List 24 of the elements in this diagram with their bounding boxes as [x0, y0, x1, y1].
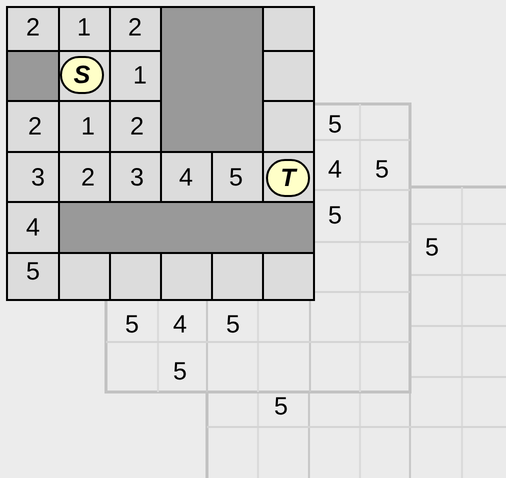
- cell-number: 5: [229, 166, 243, 190]
- cell-number: 5: [328, 204, 342, 228]
- cell-number: 2: [130, 114, 144, 140]
- cell-number: 4: [173, 312, 187, 338]
- cell-number: 2: [26, 16, 40, 40]
- cell-number: 5: [328, 112, 342, 138]
- cell-number: 2: [28, 114, 42, 140]
- cell-number: 5: [226, 312, 240, 338]
- cell-number: 5: [274, 394, 288, 420]
- cell-number: 5: [425, 236, 439, 260]
- cell-number: 2: [81, 166, 95, 190]
- cell-number: 2: [128, 16, 142, 40]
- cell-number: 5: [26, 260, 40, 284]
- cell-number: 4: [179, 166, 193, 190]
- cell-number: 1: [81, 114, 95, 140]
- cell-number: 4: [328, 158, 342, 182]
- cell-number: 3: [31, 166, 45, 190]
- cell-number: 1: [77, 16, 91, 40]
- cell-number: 4: [26, 216, 40, 240]
- cell-number: 3: [130, 166, 144, 190]
- cell-number: 5: [375, 158, 389, 182]
- cell-number: 5: [125, 312, 139, 338]
- cell-number: 1: [133, 64, 147, 88]
- cell-number: 5: [173, 360, 187, 384]
